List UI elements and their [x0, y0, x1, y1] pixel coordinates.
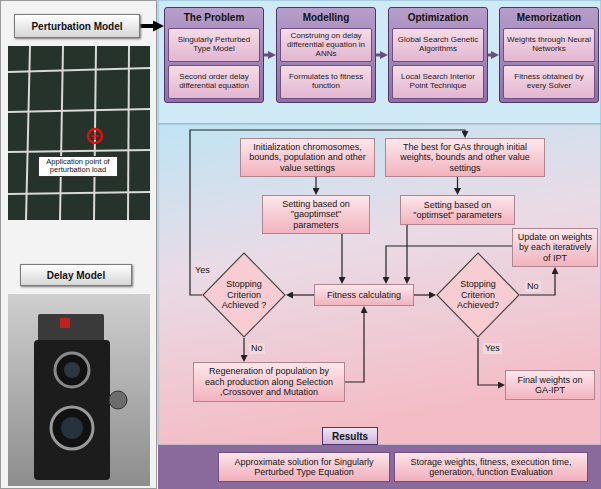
node-text: Stopping Criterion Achieved ? [218, 279, 270, 310]
process-box: Update on weights by each iteratively of… [512, 228, 598, 267]
stage-heading: Memorization [503, 11, 595, 25]
left-panel [1, 1, 157, 489]
flow-connector [315, 177, 316, 188]
node-text: Regeneration of population by each produ… [198, 366, 340, 397]
flow-connector [457, 177, 458, 188]
flow-panel [158, 124, 601, 445]
node-text: Perturbation Model [31, 21, 122, 32]
node-text: Storage weights, fitness, execution time… [399, 457, 583, 478]
stage-heading: Modelling [280, 11, 372, 25]
node-text: Fitness calculating [327, 290, 401, 300]
step-box: Weights through Neural Networks [503, 28, 595, 62]
flow-connector [406, 225, 407, 277]
flow-connector [341, 234, 342, 277]
flow-connector [293, 294, 314, 295]
node-text: Approximate solution for Singularly Pert… [223, 457, 385, 478]
diamond-shape [437, 253, 519, 337]
node-text: Update on weights by each iteratively of… [517, 232, 593, 263]
node-text: Delay Model [47, 270, 105, 281]
node-text: Local Search Interior Point Technique [396, 73, 480, 91]
grid-photo [8, 46, 150, 220]
step-box: Local Search Interior Point Technique [392, 65, 484, 99]
flow-connector [264, 54, 268, 57]
process-box: Regeneration of population by each produ… [193, 362, 345, 402]
node-text: Weights through Neural Networks [507, 36, 591, 54]
process-box: Initialization chromosomes, bounds, popu… [240, 138, 375, 177]
node-text: Setting based on "optimset" parameters [405, 200, 510, 221]
flow-connector [140, 24, 153, 28]
callout-box: Application point of perturbation load [38, 156, 118, 177]
step-box: Second order delay differential equation [168, 65, 260, 99]
step-box: Singularly Perturbed Type Model [168, 28, 260, 62]
camera-photo [8, 294, 150, 486]
node-text: The best for GAs through initial weights… [390, 142, 540, 173]
stage-box: The ProblemSingularly Perturbed Type Mod… [164, 7, 264, 103]
edge-label: Yes [483, 343, 502, 354]
node-text: Results [332, 431, 368, 442]
step-box: Global Search Genetic Algorithms [392, 28, 484, 62]
results-band [158, 445, 601, 489]
node-text: Second order delay differential equation [172, 73, 256, 91]
stage-box: OptimizationGlobal Search Genetic Algori… [388, 7, 488, 103]
stage-heading: The Problem [168, 11, 260, 25]
step-box: Fitness obtained by every Solver [503, 65, 595, 99]
edge-label: Yes [193, 265, 212, 276]
process-box: The best for GAs through initial weights… [385, 138, 545, 177]
results-heading: Results [322, 427, 378, 445]
node-text: Global Search Genetic Algorithms [396, 36, 480, 54]
step-box: Formulates to fitness function [280, 65, 372, 99]
flow-connector [414, 294, 429, 295]
model-label: Delay Model [20, 264, 132, 286]
node-text: Formulates to fitness function [284, 73, 368, 91]
flow-connector [376, 54, 380, 57]
node-text: Construing on delay differential equatio… [284, 32, 368, 59]
flow-connector [243, 338, 244, 355]
node-text: Initialization chromosomes, bounds, popu… [245, 142, 370, 173]
node-text: Application point of perturbation load [41, 158, 115, 175]
flow-connector [345, 313, 364, 382]
flow-connector [488, 54, 491, 57]
node-text: Setting based on "gaoptimset" parameters [267, 199, 365, 230]
result-box: Storage weights, fitness, execution time… [394, 452, 588, 482]
node-text: Final weights on GA-IPT [510, 375, 590, 396]
process-box: Final weights on GA-IPT [505, 370, 595, 400]
result-box: Approximate solution for Singularly Pert… [218, 452, 390, 482]
process-box: Fitness calculating [314, 284, 414, 306]
flow-connector [520, 274, 555, 295]
node-text: Singularly Perturbed Type Model [172, 36, 256, 54]
stage-box: ModellingConstruing on delay differentia… [276, 7, 376, 103]
process-box: Setting based on "gaoptimset" parameters [262, 195, 370, 234]
diamond-shape [203, 253, 285, 337]
decision-diamond: Stopping Criterion Achieved ? [202, 252, 286, 338]
node-text: Stopping Criterion Achieved? [452, 279, 504, 310]
model-label: Perturbation Model [14, 14, 140, 38]
edge-label: No [525, 281, 541, 292]
process-box: Setting based on "optimset" parameters [400, 195, 515, 225]
stage-box: MemorizationWeights through Neural Netwo… [499, 7, 599, 103]
top-band [158, 0, 601, 124]
step-box: Construing on delay differential equatio… [280, 28, 372, 62]
node-text: Fitness obtained by every Solver [507, 73, 591, 91]
stage-heading: Optimization [392, 11, 484, 25]
edge-label: No [249, 343, 265, 354]
decision-diamond: Stopping Criterion Achieved? [436, 252, 520, 338]
